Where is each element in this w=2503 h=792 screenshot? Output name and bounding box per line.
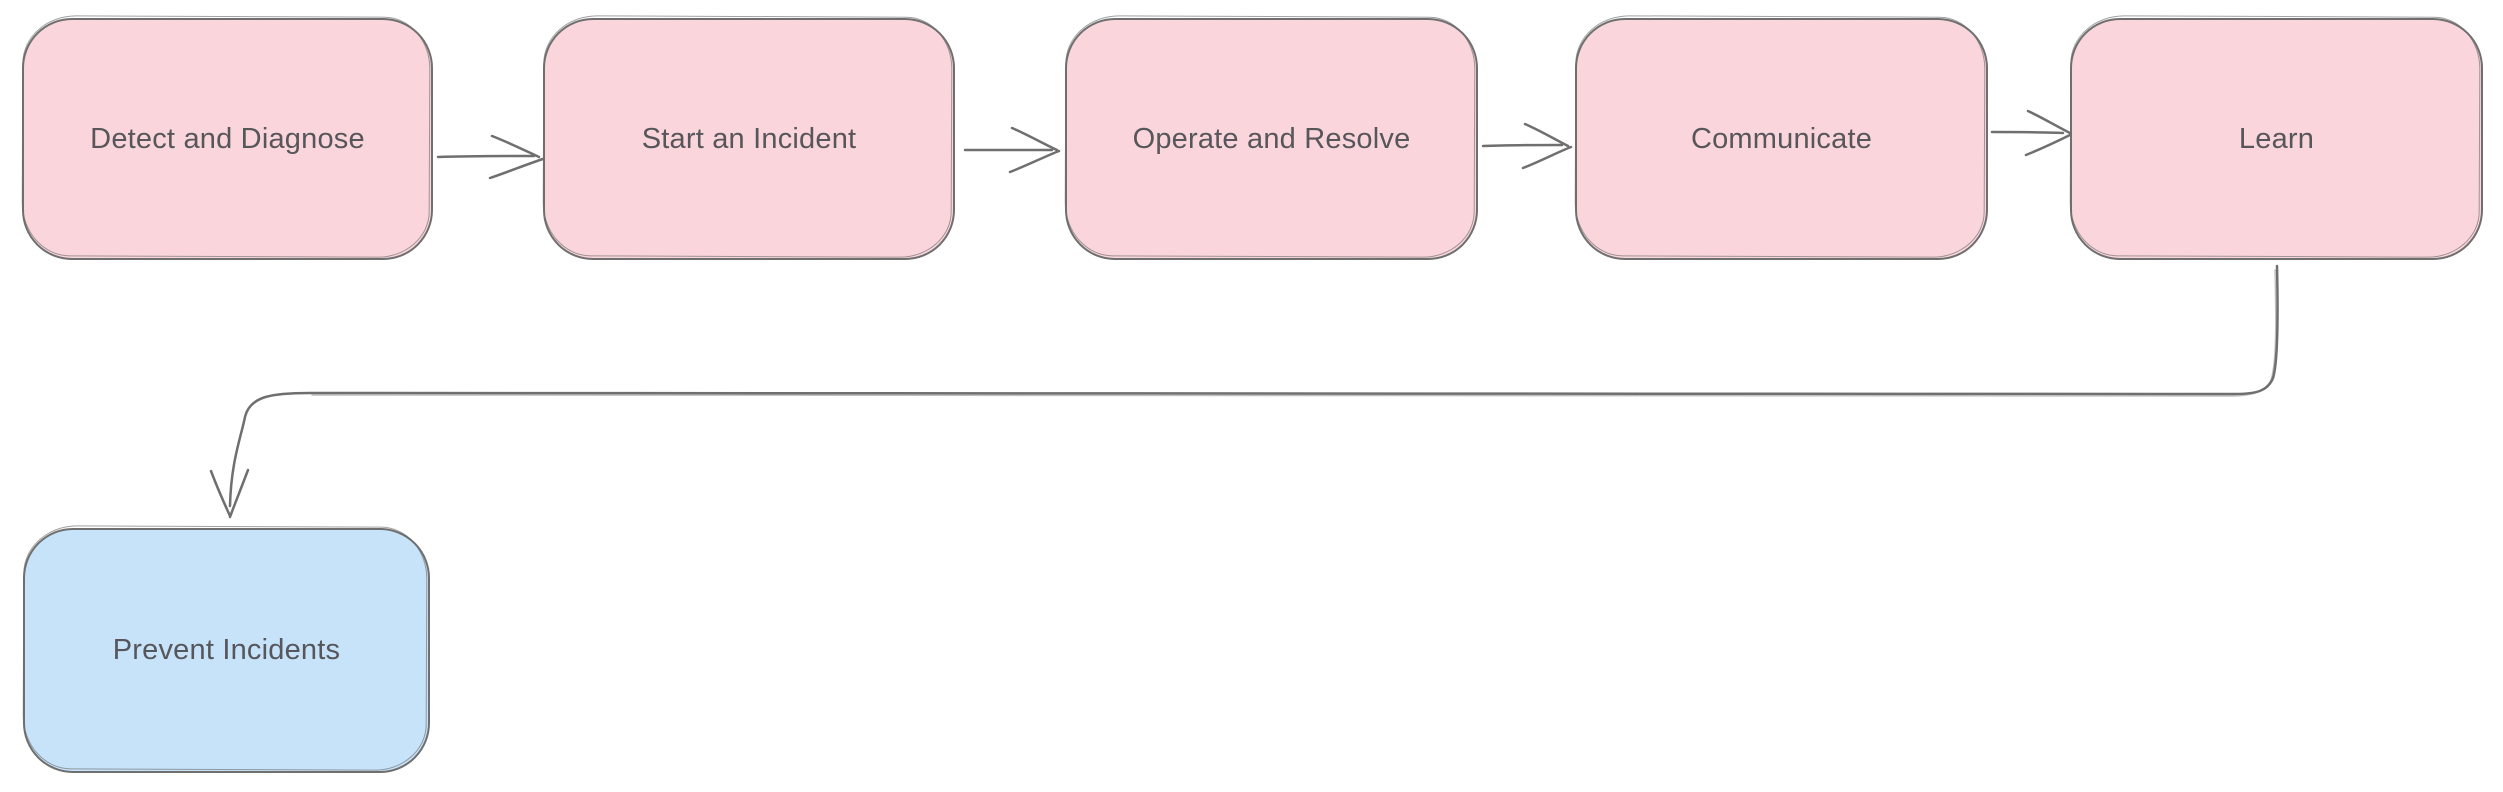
node-start-an-incident[interactable]: Start an Incident xyxy=(543,18,955,260)
node-label: Detect and Diagnose xyxy=(90,122,365,155)
node-prevent-incidents[interactable]: Prevent Incidents xyxy=(23,528,430,773)
node-label: Start an Incident xyxy=(641,122,857,155)
node-label: Operate and Resolve xyxy=(1132,122,1411,155)
node-label: Communicate xyxy=(1690,122,1873,155)
edge-learn-to-prevent xyxy=(209,264,2279,519)
node-label: Prevent Incidents xyxy=(112,634,341,666)
edge-operate-to-communicate xyxy=(1481,122,1573,170)
node-detect-and-diagnose[interactable]: Detect and Diagnose xyxy=(22,18,433,260)
node-operate-and-resolve[interactable]: Operate and Resolve xyxy=(1065,18,1478,260)
edge-start-to-operate xyxy=(963,126,1061,174)
node-label: Learn xyxy=(2238,122,2315,155)
edge-communicate-to-learn xyxy=(1990,109,2074,157)
node-learn[interactable]: Learn xyxy=(2070,18,2483,260)
node-communicate[interactable]: Communicate xyxy=(1575,18,1988,260)
edge-detect-to-start xyxy=(436,134,548,180)
